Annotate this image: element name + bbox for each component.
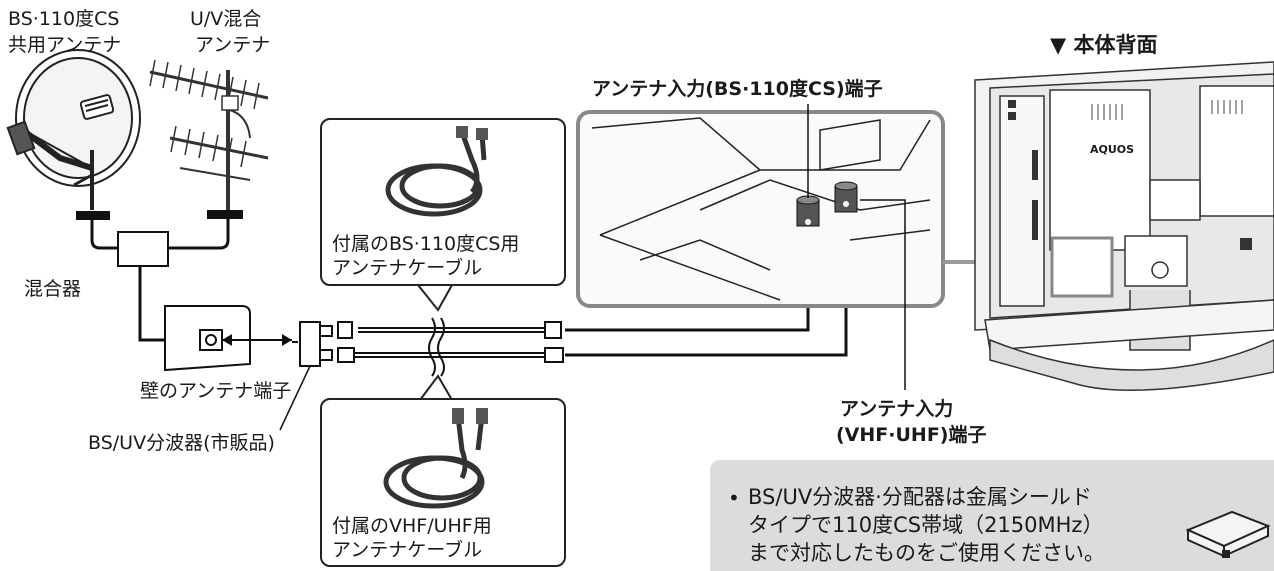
vhf-input-label-line1: アンテナ入力 bbox=[840, 398, 954, 420]
cable-plugs bbox=[337, 321, 564, 363]
note-bullet: • bbox=[728, 486, 740, 510]
note-line3: まで対応したものをご使用ください。 bbox=[748, 541, 1105, 565]
note-line2: タイプで110度CS帯域（2150MHz） bbox=[748, 513, 1104, 537]
vhf-terminal-leader bbox=[860, 199, 906, 390]
splitter-leader bbox=[279, 365, 311, 431]
splitter-label: BS/UV分波器(市販品) bbox=[88, 432, 275, 454]
splitter-device-icon bbox=[1185, 510, 1271, 558]
brand-logo: AQUOS bbox=[1090, 143, 1135, 156]
tv-rear-view bbox=[974, 61, 1274, 391]
vhf-cable-callout-line1: 付属のVHF/UHF用 bbox=[332, 515, 492, 537]
wall-terminal-plate bbox=[164, 305, 251, 372]
bs-cable-callout: 付属のBS·110度CS用 アンテナケーブル bbox=[320, 118, 566, 286]
bs-cable-icon bbox=[385, 126, 488, 217]
vhf-cable-callout-line2: アンテナケーブル bbox=[332, 539, 483, 561]
bs-antenna-label-line2: 共用アンテナ bbox=[8, 34, 122, 56]
bs-uv-splitter-icon bbox=[292, 321, 333, 367]
vhf-uhf-terminal-icon bbox=[834, 181, 858, 213]
bs-terminal-icon bbox=[796, 195, 820, 227]
bs-cable-callout-line2: アンテナケーブル bbox=[332, 257, 483, 279]
bs-input-terminal-label: アンテナ入力(BS·110度CS)端子 bbox=[592, 78, 883, 100]
vhf-cable-callout-pointer bbox=[418, 374, 454, 401]
bs-cable-callout-pointer bbox=[415, 284, 454, 312]
vhf-cable-icon bbox=[383, 408, 488, 509]
cable-break-marks bbox=[428, 317, 445, 377]
note-line1: BS/UV分波器·分配器は金属シールド bbox=[748, 485, 1092, 509]
terminal-closeup-frame bbox=[576, 110, 945, 308]
vhf-cable-callout: 付属のVHF/UHF用 アンテナケーブル bbox=[320, 398, 566, 567]
bs-cable-callout-line1: 付属のBS·110度CS用 bbox=[332, 233, 520, 255]
wall-terminal-label: 壁のアンテナ端子 bbox=[140, 380, 292, 402]
caution-note: • BS/UV分波器·分配器は金属シールド タイプで110度CS帯域（2150M… bbox=[710, 460, 1274, 571]
terminal-closeup-drawing bbox=[591, 117, 931, 301]
uv-antenna-mount-band bbox=[207, 210, 243, 219]
rear-view-label: ▼ 本体背面 bbox=[1050, 33, 1158, 57]
mixer-box bbox=[117, 231, 169, 267]
bs-dish-antenna-icon bbox=[6, 49, 141, 210]
uv-antenna-label-line1: U/V混合 bbox=[190, 8, 262, 30]
bs-antenna-label-line1: BS·110度CS bbox=[8, 8, 120, 30]
uv-antenna-label-line2: アンテナ bbox=[195, 34, 271, 56]
tv-ports bbox=[1008, 100, 1252, 250]
antenna-cables bbox=[90, 219, 230, 342]
uv-antenna-icon bbox=[149, 59, 269, 210]
vhf-input-label-line2: (VHF·UHF)端子 bbox=[836, 424, 987, 446]
bs-dish-mount-band bbox=[76, 211, 110, 220]
mixer-label: 混合器 bbox=[24, 278, 82, 300]
